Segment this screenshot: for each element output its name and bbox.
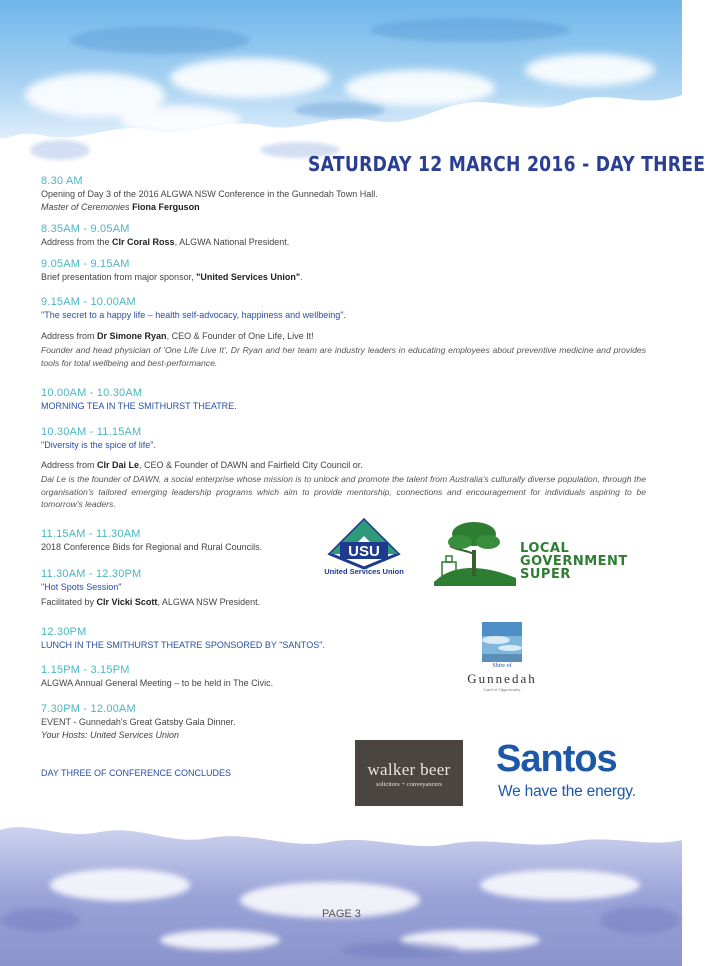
agenda-text: MORNING TEA IN THE SMITHURST THEATRE. xyxy=(41,401,237,411)
facilitator-name: Clr Vicki Scott xyxy=(96,596,158,607)
agenda-time: 11.30AM - 12.30PM xyxy=(41,568,142,580)
text-suffix: , ALGWA National President. xyxy=(174,237,290,247)
svg-text:USU: USU xyxy=(348,543,380,560)
agenda-time: 9.15AM - 10.00AM xyxy=(41,296,136,308)
walker-beer-logo: walker beer solicitors + conveyancers xyxy=(355,740,463,806)
santos-tagline: We have the energy. xyxy=(498,783,636,800)
usu-emblem-icon: USU xyxy=(327,517,401,570)
gunnedah-shire-label: Shire of xyxy=(492,663,512,669)
usu-label: United Services Union xyxy=(324,567,404,576)
text-prefix: Brief presentation from major sponsor, xyxy=(41,272,197,282)
speaker-name: Dr Simone Ryan xyxy=(97,330,167,341)
text-prefix: Address from xyxy=(41,459,98,470)
santos-wordmark: Santos xyxy=(496,738,618,780)
sky-watercolor-bottom xyxy=(0,827,682,966)
closing-text: DAY THREE OF CONFERENCE CONCLUDES xyxy=(41,768,232,778)
sponsor-name: "United Services Union" xyxy=(196,272,301,282)
session-title: "Hot Spots Session" xyxy=(41,582,122,592)
text-suffix: , CEO & Founder of DAWN and Fairfield Ci… xyxy=(139,459,363,470)
agenda-text: Opening of Day 3 of the 2016 ALGWA NSW C… xyxy=(41,189,378,199)
walker-beer-name: walker beer xyxy=(367,760,451,779)
agenda-mc: Master of Ceremonies Fiona Ferguson xyxy=(41,201,646,214)
lgs-logo: LOCAL GOVERNMENT SUPER xyxy=(432,520,642,590)
agenda-time: 8.30 AM xyxy=(41,175,83,187)
agenda-text: Address from Dr Simone Ryan, CEO & Found… xyxy=(41,330,646,343)
agenda-item: 8.30 AM Opening of Day 3 of the 2016 ALG… xyxy=(41,175,646,213)
event-hosts: Your Hosts: United Services Union xyxy=(41,729,180,740)
agenda-item: 11.30AM - 12.30PM "Hot Spots Session" Fa… xyxy=(41,568,301,608)
agenda-item: 9.05AM - 9.15AM Brief presentation from … xyxy=(41,258,646,284)
lgs-line-1: LOCAL xyxy=(520,541,570,556)
walker-beer-sub: solicitors + conveyancers xyxy=(375,781,443,788)
agenda-item: 7.30PM - 12.00AM EVENT - Gunnedah's Grea… xyxy=(41,703,341,741)
page-title: SATURDAY 12 MARCH 2016 - DAY THREE xyxy=(308,152,705,176)
gunnedah-name: Gunnedah xyxy=(467,671,537,686)
agenda-item: 11.15AM - 11.30AM 2018 Conference Bids f… xyxy=(41,528,301,554)
agenda-time: 1.15PM - 3.15PM xyxy=(41,664,130,676)
agenda-time: 10.00AM - 10.30AM xyxy=(41,387,143,399)
agenda-text: Facilitated by Clr Vicki Scott, ALGWA NS… xyxy=(41,596,301,609)
page-number: PAGE 3 xyxy=(322,908,361,920)
agenda-text: LUNCH IN THE SMITHURST THEATRE SPONSORED… xyxy=(41,640,325,650)
agenda-item: 10.30AM - 11.15AM "Diversity is the spic… xyxy=(41,426,646,511)
mc-name: Fiona Ferguson xyxy=(132,201,200,212)
text-prefix: Address from xyxy=(41,330,98,341)
session-title: "Diversity is the spice of life". xyxy=(41,440,156,450)
agenda-time: 8.35AM - 9.05AM xyxy=(41,223,130,235)
text-suffix: , ALGWA NSW President. xyxy=(157,596,261,607)
speaker-bio: Founder and head physician of 'One Life … xyxy=(41,345,646,368)
gunnedah-landscape-icon xyxy=(482,622,522,662)
agenda-time: 12.30PM xyxy=(41,626,87,638)
gunnedah-logo: Shire of Gunnedah Land of Opportunity xyxy=(452,622,552,702)
agenda-item: 10.00AM - 10.30AM MORNING TEA IN THE SMI… xyxy=(41,387,646,413)
speaker-name: Clr Coral Ross xyxy=(112,237,175,247)
lgs-line-2: GOVERNMENT xyxy=(520,554,628,569)
sky-watercolor-top xyxy=(0,0,682,160)
speaker-name: Clr Dai Le xyxy=(97,459,140,470)
agenda-text: ALGWA Annual General Meeting – to be hel… xyxy=(41,678,274,688)
agenda-text: EVENT - Gunnedah's Great Gatsby Gala Din… xyxy=(41,717,236,727)
lgs-wordmark: LOCAL GOVERNMENT SUPER xyxy=(520,542,628,581)
agenda-item: 12.30PM LUNCH IN THE SMITHURST THEATRE S… xyxy=(41,626,441,652)
agenda-time: 7.30PM - 12.00AM xyxy=(41,703,136,715)
tree-icon xyxy=(434,522,516,586)
text-suffix: , CEO & Founder of One Life, Live It! xyxy=(166,330,314,341)
gunnedah-tagline: Land of Opportunity xyxy=(483,687,521,692)
session-title: "The secret to a happy life – health sel… xyxy=(41,310,346,320)
agenda-item: 8.35AM - 9.05AM Address from the Clr Cor… xyxy=(41,223,646,249)
lgs-line-3: SUPER xyxy=(520,567,571,582)
text-suffix: . xyxy=(300,272,303,282)
agenda-time: 9.05AM - 9.15AM xyxy=(41,258,130,270)
agenda-time: 11.15AM - 11.30AM xyxy=(41,528,141,540)
agenda-text: Brief presentation from major sponsor, "… xyxy=(41,271,646,284)
agenda-item: 1.15PM - 3.15PM ALGWA Annual General Mee… xyxy=(41,664,341,690)
mc-label: Master of Ceremonies xyxy=(41,201,130,212)
agenda-text: Address from Clr Dai Le, CEO & Founder o… xyxy=(41,459,646,472)
agenda-closing: DAY THREE OF CONFERENCE CONCLUDES xyxy=(41,767,301,780)
agenda-item: 9.15AM - 10.00AM "The secret to a happy … xyxy=(41,296,646,369)
speaker-bio: Dai Le is the founder of DAWN, a social … xyxy=(41,474,646,509)
text-prefix: Facilitated by xyxy=(41,596,97,607)
text-prefix: Address from the xyxy=(41,237,113,247)
agenda-text: 2018 Conference Bids for Regional and Ru… xyxy=(41,542,263,552)
agenda-text: Address from the Clr Coral Ross, ALGWA N… xyxy=(41,236,646,249)
agenda-time: 10.30AM - 11.15AM xyxy=(41,426,142,438)
usu-logo: USU United Services Union xyxy=(318,517,410,582)
